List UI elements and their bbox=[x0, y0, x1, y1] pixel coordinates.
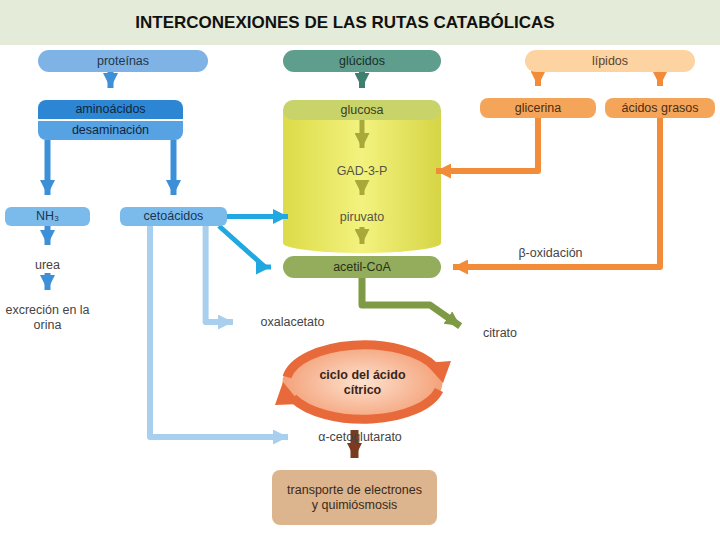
metabolite-box: ácidos grasos bbox=[605, 98, 715, 118]
flow-arrow bbox=[108, 72, 114, 88]
outcome-text: excreción en la orina bbox=[5, 302, 90, 334]
node-label: lípidos bbox=[592, 54, 628, 69]
flow-arrow bbox=[360, 227, 365, 244]
node-label: desaminación bbox=[38, 119, 183, 140]
flow-arrow bbox=[45, 226, 51, 245]
node-label: GAD-3-P bbox=[337, 164, 388, 179]
node-label: cetoácidos bbox=[144, 209, 204, 224]
cycle-arrowhead bbox=[275, 382, 301, 405]
metabolite-box: NH₃ bbox=[5, 207, 90, 226]
metabolite-box: cetoácidos bbox=[120, 207, 227, 226]
flow-arrow bbox=[227, 214, 288, 219]
flow-arrow bbox=[171, 140, 177, 195]
diagram-title: INTERCONEXIONES DE LAS RUTAS CATABÓLICAS bbox=[0, 13, 690, 33]
flow-arrow bbox=[453, 118, 660, 267]
node-label: aminoácidos bbox=[38, 100, 183, 119]
node-label: proteínas bbox=[97, 54, 149, 69]
metabolite-text: piruvato bbox=[300, 207, 424, 227]
metabolite-text: urea bbox=[25, 257, 70, 273]
node-label: urea bbox=[35, 258, 60, 273]
flow-arrow bbox=[219, 226, 271, 267]
flow-arrow bbox=[150, 226, 288, 437]
flow-arrow bbox=[362, 278, 460, 326]
flow-arrow bbox=[535, 72, 541, 86]
source-box: glúcidos bbox=[283, 50, 441, 72]
flow-arrow bbox=[45, 273, 51, 290]
metabolite-text: GAD-3-P bbox=[300, 160, 424, 182]
node-label: oxalacetato bbox=[261, 315, 325, 330]
source-box: proteínas bbox=[38, 50, 208, 72]
cycle-arrowhead bbox=[425, 361, 451, 383]
flow-arrow bbox=[206, 226, 233, 322]
flow-arrow bbox=[45, 140, 51, 195]
title-band bbox=[0, 0, 720, 45]
node-label: acetil-CoA bbox=[333, 260, 391, 275]
metabolite-text: α-cetoglutarato bbox=[300, 429, 420, 445]
node-label: NH₃ bbox=[36, 209, 59, 224]
node-label: citrato bbox=[483, 326, 517, 341]
node-label: excreción en la orina bbox=[5, 303, 90, 333]
node-label: glucosa bbox=[340, 103, 383, 118]
flow-arrow bbox=[657, 72, 663, 86]
flow-arrow bbox=[436, 118, 538, 171]
cycle-fill bbox=[283, 343, 443, 423]
metabolite-text: citrato bbox=[470, 325, 530, 341]
cycle-circle: ciclo del ácido cítrico bbox=[265, 335, 460, 430]
flow-arrow bbox=[360, 120, 365, 148]
node-label: α-cetoglutarato bbox=[318, 430, 402, 445]
process-cylinder: aminoácidosdesaminación bbox=[38, 100, 183, 140]
metabolite-text: oxalacetato bbox=[245, 314, 340, 330]
node-label: ácidos grasos bbox=[621, 101, 698, 116]
source-box: lípidos bbox=[525, 50, 695, 72]
metabolite-band: acetil-CoA bbox=[283, 256, 441, 278]
metabolite-box: glicerina bbox=[480, 98, 596, 118]
flow-arrow bbox=[359, 72, 365, 88]
node-label: piruvato bbox=[340, 210, 384, 225]
edge-label: β-oxidación bbox=[491, 246, 611, 260]
glycolysis-cylinder bbox=[283, 110, 441, 253]
node-label: glicerina bbox=[515, 101, 562, 116]
node-label: glúcidos bbox=[339, 54, 385, 69]
process-box: transporte de electrones y quimiósmosis bbox=[272, 470, 437, 525]
flow-arrow bbox=[360, 182, 365, 195]
cycle-label: ciclo del ácido cítrico bbox=[317, 368, 409, 398]
node-label: transporte de electrones y quimiósmosis bbox=[285, 483, 425, 513]
metabolite-band: glucosa bbox=[283, 100, 441, 120]
